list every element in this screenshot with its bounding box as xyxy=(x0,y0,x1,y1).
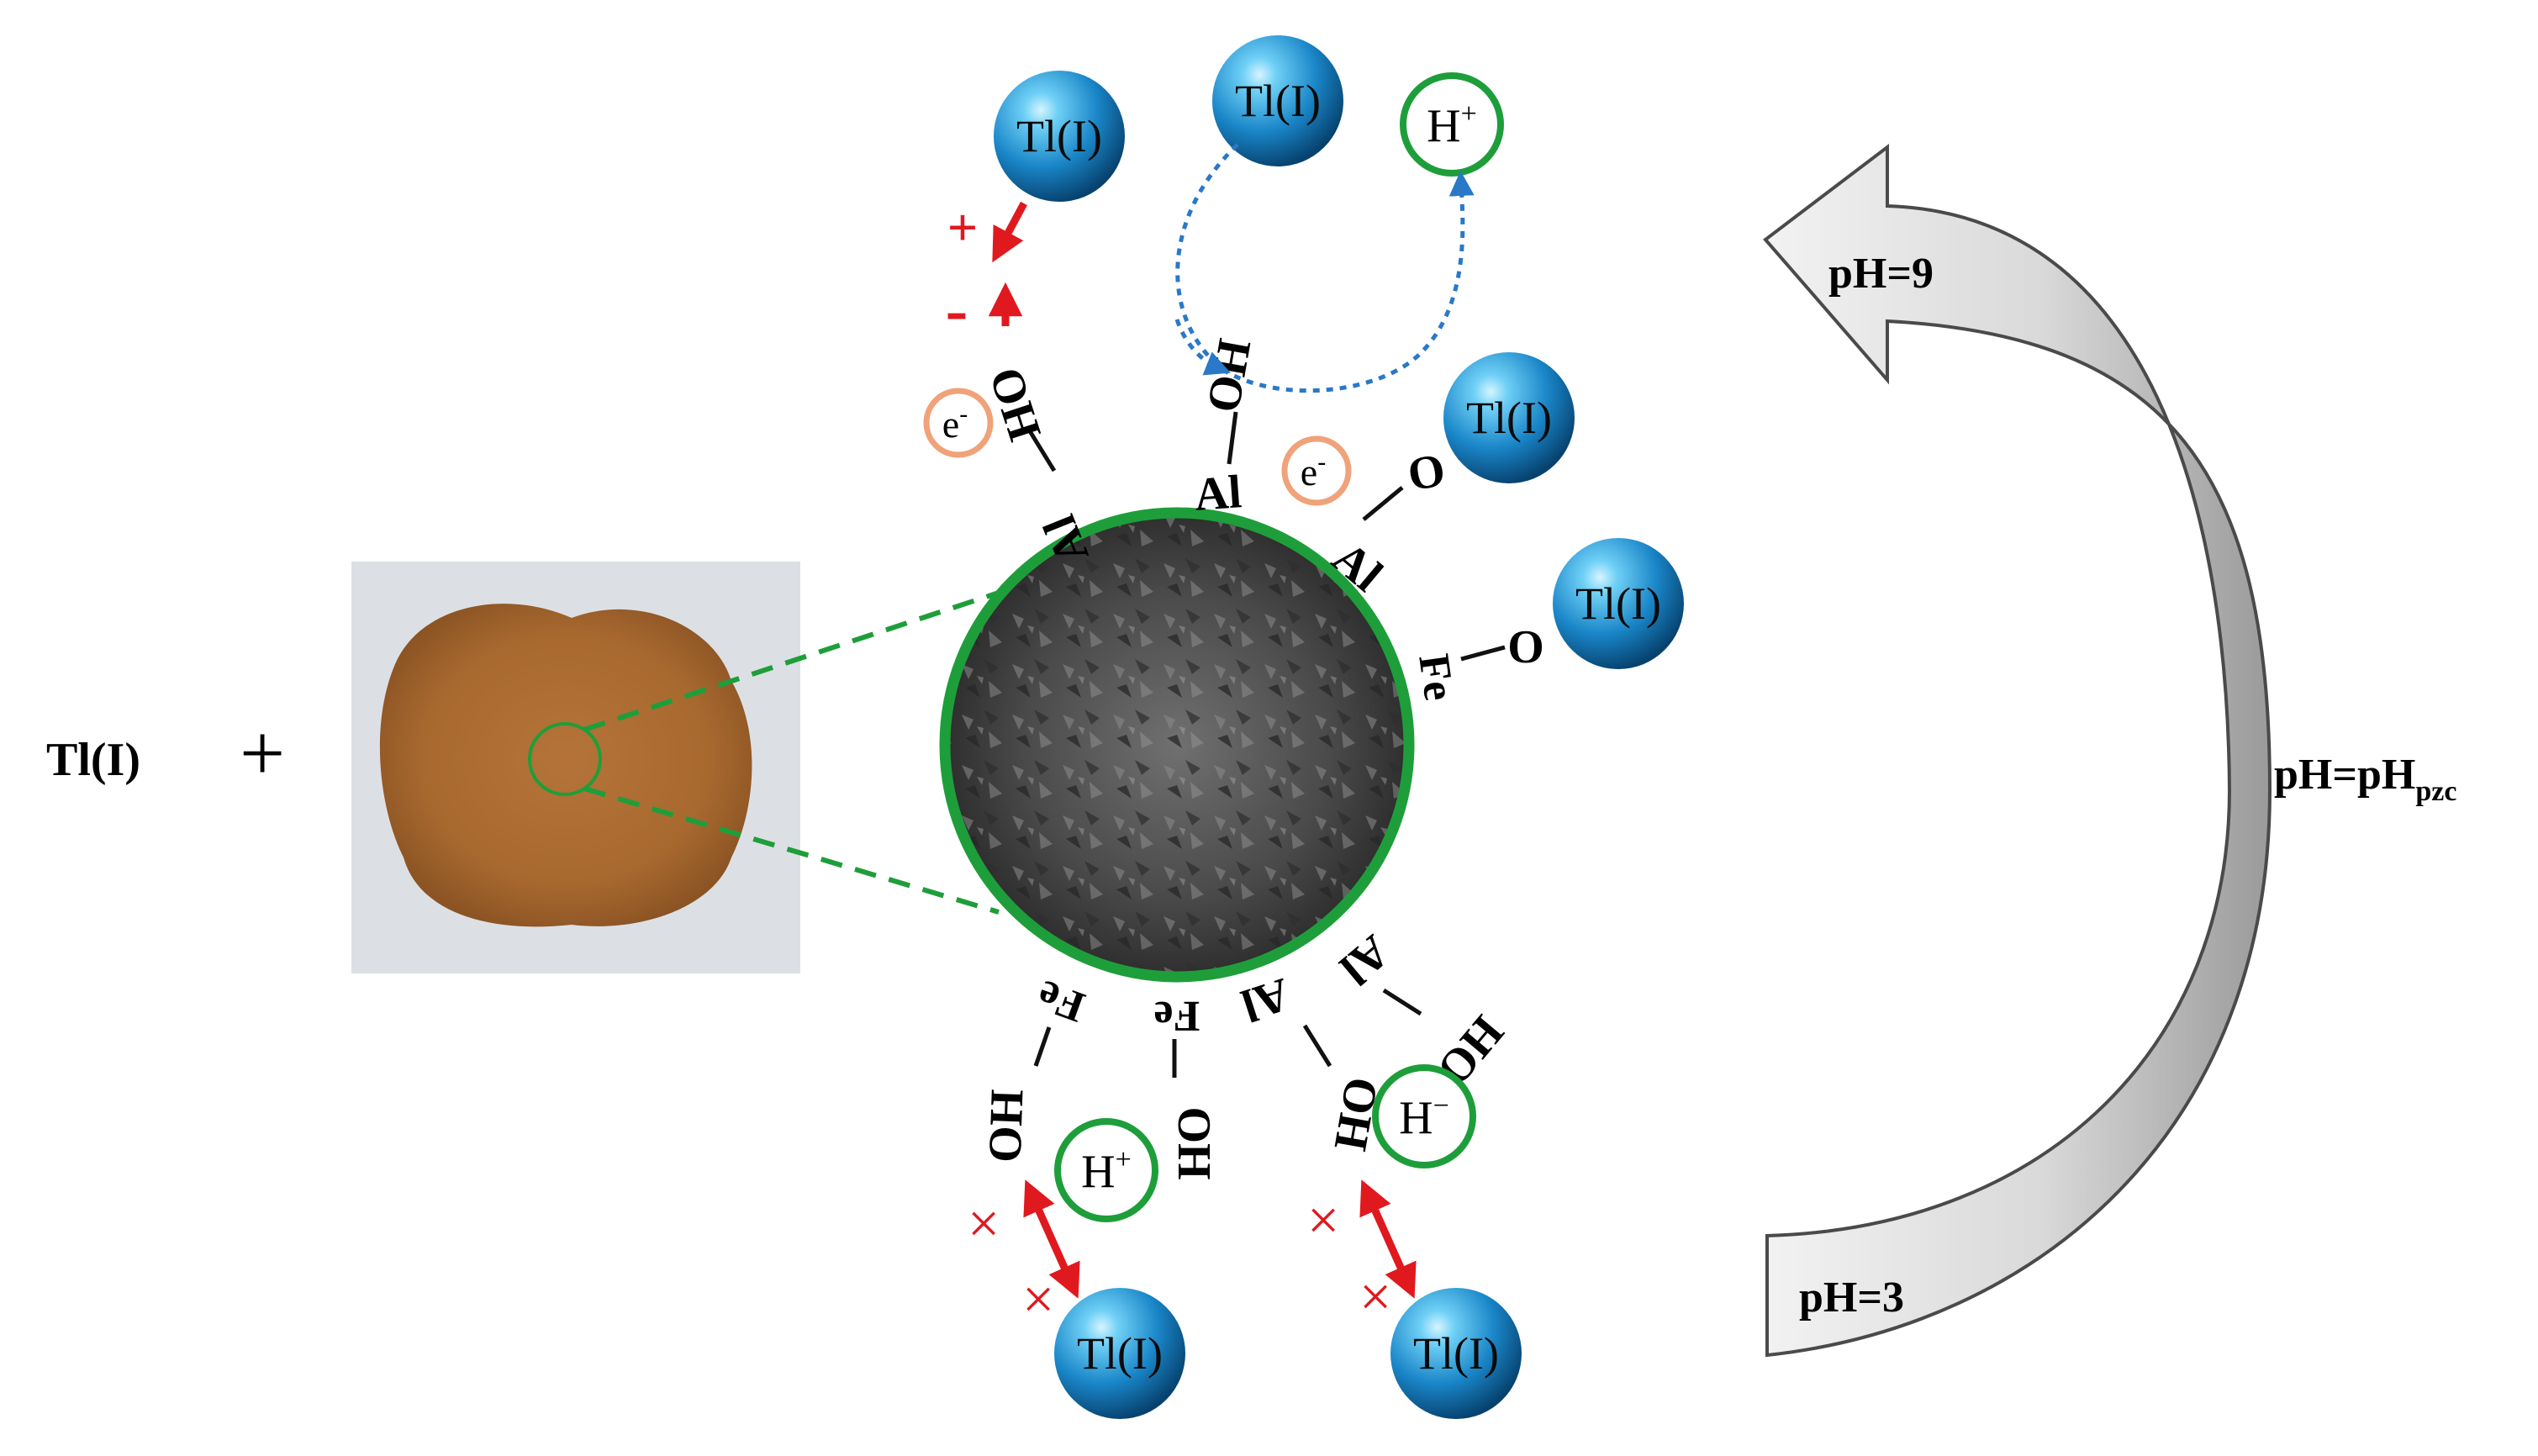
adsorbent-particle xyxy=(939,507,1415,983)
svg-text:×: × xyxy=(1307,1188,1339,1252)
svg-text:-: - xyxy=(946,273,968,347)
tl-ion-bottom-left: Tl(I) xyxy=(1054,1288,1185,1419)
proton-bottom-right: H− xyxy=(1372,1064,1476,1168)
electrostatic-repulsion-right: × × xyxy=(1307,1179,1417,1328)
svg-text:e-: e- xyxy=(942,400,968,446)
surface-bonds xyxy=(1025,411,1506,1078)
tl-ion-top-left: Tl(I) xyxy=(994,71,1125,202)
al-atom-5: Al xyxy=(1235,968,1295,1031)
oxygen-group-1: O xyxy=(1404,444,1449,502)
electron-center: e- xyxy=(1281,435,1352,506)
svg-text:Tl(I): Tl(I) xyxy=(1235,76,1321,126)
svg-text:e-: e- xyxy=(1301,448,1326,493)
ph-curved-arrow xyxy=(1763,143,2272,1358)
particle-ring xyxy=(939,507,1415,983)
powder-photo xyxy=(351,562,800,973)
svg-text:Tl(I): Tl(I) xyxy=(1413,1328,1499,1379)
svg-text:H−: H− xyxy=(1399,1090,1449,1144)
hydroxyl-group-2: OH xyxy=(1197,335,1261,417)
svg-text:H+: H+ xyxy=(1081,1144,1132,1198)
al-atom-2: Al xyxy=(1193,466,1243,521)
svg-text:×: × xyxy=(1022,1267,1054,1331)
tl-ion-bottom-right: Tl(I) xyxy=(1390,1288,1522,1419)
svg-text:Tl(I): Tl(I) xyxy=(1077,1328,1163,1379)
plus-sign: + xyxy=(240,708,285,798)
tl-ion-right-middle: Tl(I) xyxy=(1553,538,1684,669)
svg-text:Tl(I): Tl(I) xyxy=(1016,111,1102,161)
zoom-line-bottom xyxy=(583,786,1000,915)
magnify-circle xyxy=(528,722,602,796)
zoom-line-top xyxy=(583,590,1000,732)
electrostatic-repulsion-left: × × xyxy=(968,1179,1080,1331)
al-atom-4: Al xyxy=(1330,925,1400,994)
proton-bottom-left: H+ xyxy=(1054,1118,1158,1222)
tl-ion-right-upper: Tl(I) xyxy=(1443,352,1575,483)
electrostatic-attraction: + - xyxy=(946,198,1027,347)
fe-atom-2: Fe xyxy=(1154,992,1200,1040)
hydroxyl-group-6: OH xyxy=(979,1089,1034,1163)
svg-text:Tl(I): Tl(I) xyxy=(1575,578,1661,629)
svg-text:+: + xyxy=(947,198,978,257)
proton-top: H+ xyxy=(1400,72,1504,177)
electron-left: e- xyxy=(923,388,994,458)
svg-text:Tl(I): Tl(I) xyxy=(1466,393,1552,443)
tl-ion-top-center: Tl(I) xyxy=(1212,35,1343,166)
ph-high-label: pH=9 xyxy=(1828,250,1934,298)
reactant-ion-label: Tl(I) xyxy=(46,734,140,786)
svg-text:×: × xyxy=(1359,1264,1391,1328)
powder-heap xyxy=(379,604,752,927)
oxygen-group-2: O xyxy=(1507,621,1544,673)
fe-atom-3: Fe xyxy=(1032,970,1091,1031)
fe-atom-1: Fe xyxy=(1409,652,1463,704)
ph-zpc-label: pH=pHpzc xyxy=(2274,751,2456,807)
svg-text:H+: H+ xyxy=(1427,98,1477,152)
svg-text:×: × xyxy=(968,1191,1000,1255)
ph-low-label: pH=3 xyxy=(1799,1274,1904,1321)
hydroxyl-group-5: OH xyxy=(1168,1106,1220,1179)
